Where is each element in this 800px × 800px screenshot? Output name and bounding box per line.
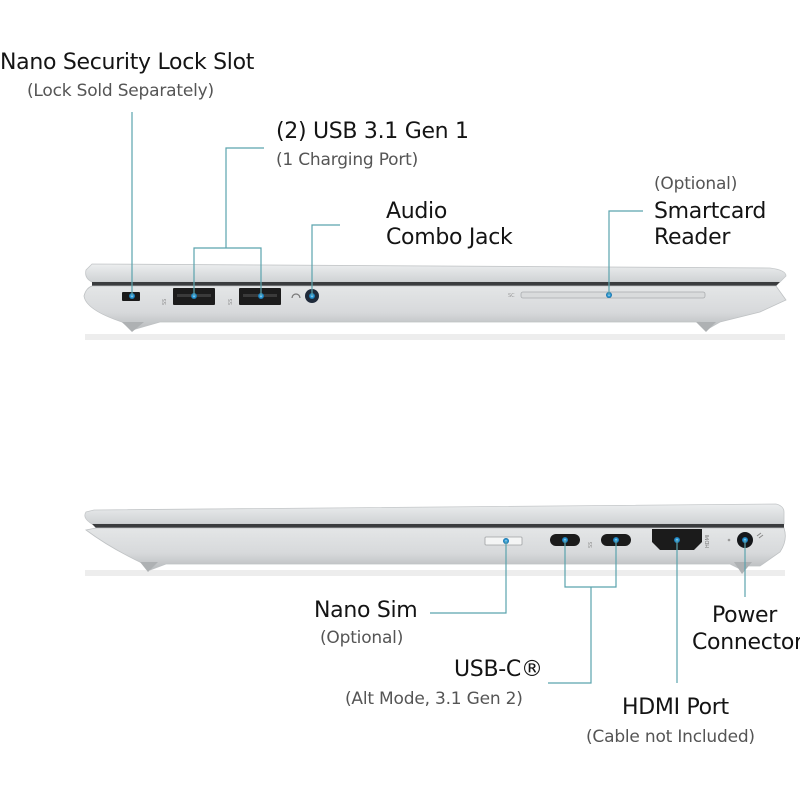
smartcard-optional: (Optional) <box>654 174 738 194</box>
right-side-view: SS HDMI <box>84 503 786 684</box>
headphone-icon <box>291 293 301 299</box>
lock-slot-subtitle: (Lock Sold Separately) <box>27 81 214 101</box>
usb-a-2-marking: SS <box>228 299 234 305</box>
foot-left <box>122 322 144 332</box>
nano-sim-callout-line <box>430 541 507 614</box>
usb-c-marking: SS <box>588 542 594 548</box>
smartcard-marking: SC <box>508 293 515 299</box>
lock-slot-title: Nano Security Lock Slot <box>0 50 255 75</box>
hdmi-marking: HDMI <box>705 535 711 548</box>
laptop-lid-2 <box>84 503 785 525</box>
lid-seam-2 <box>92 524 784 528</box>
hdmi-title: HDMI Port <box>622 695 729 720</box>
audio-title-line1: Audio <box>386 199 448 224</box>
usb-a-title: (2) USB 3.1 Gen 1 <box>276 119 469 144</box>
top-callout-lines <box>131 112 643 296</box>
power-title-line2: Connector <box>692 630 800 655</box>
usb-a-subtitle: (1 Charging Port) <box>276 150 419 170</box>
power-led <box>727 538 731 542</box>
usb-c-subtitle: (Alt Mode, 3.1 Gen 2) <box>345 689 523 709</box>
nano-sim-title: Nano Sim <box>314 598 418 623</box>
surface-shadow-2 <box>85 570 785 576</box>
audio-callout-line <box>311 224 340 296</box>
foot-right-2 <box>734 562 752 574</box>
left-side-view: SS SS SC <box>83 112 787 340</box>
audio-title-line2: Combo Jack <box>386 225 513 250</box>
bottom-callout-lines <box>430 540 746 684</box>
lid-seam <box>92 282 780 286</box>
power-title-line1: Power <box>712 603 778 628</box>
foot-right <box>696 322 716 332</box>
surface-shadow <box>85 334 785 340</box>
laptop-lid <box>85 263 787 283</box>
smartcard-slot <box>520 291 706 299</box>
usb-a-1-marking: SS <box>162 299 168 305</box>
usb-c-callout-line <box>548 540 617 684</box>
smartcard-title-line2: Reader <box>654 225 731 250</box>
foot-left-2 <box>140 562 158 572</box>
power-plug-icon <box>756 532 764 539</box>
hdmi-subtitle: (Cable not Included) <box>586 727 755 747</box>
nano-sim-subtitle: (Optional) <box>320 628 404 648</box>
usb-c-title: USB-C® <box>454 657 543 682</box>
smartcard-title-line1: Smartcard <box>654 199 767 224</box>
usb-a-callout-line <box>193 147 264 296</box>
smartcard-callout-line <box>608 210 643 295</box>
